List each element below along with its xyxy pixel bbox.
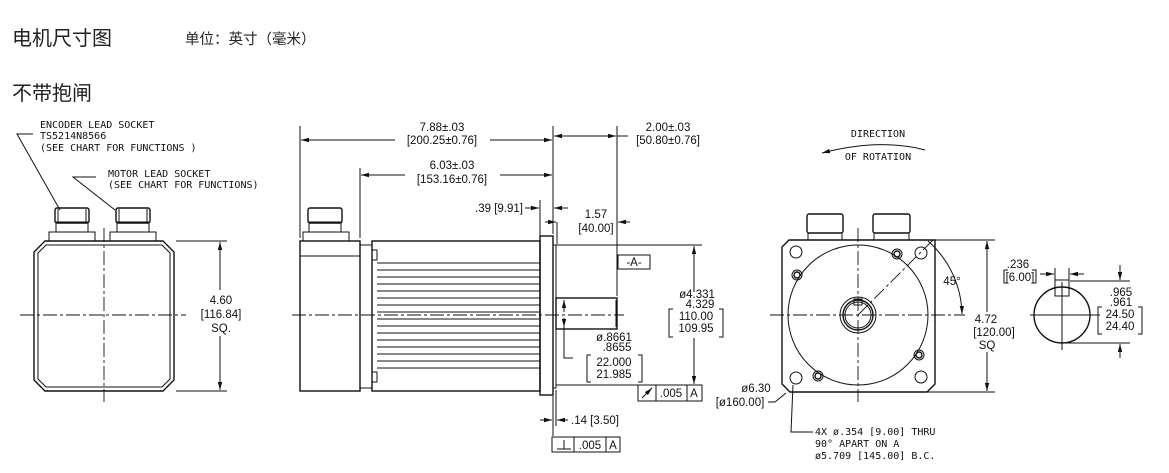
body-length-inch: 6.03±.03 — [430, 160, 475, 172]
rotation-arrow-icon — [821, 144, 926, 154]
datum-a-box — [617, 254, 651, 270]
angle-45: 45° — [943, 276, 960, 288]
square-dim-mm: [120.00] — [973, 327, 1015, 339]
runout-datum: A — [690, 388, 698, 400]
key-length-inch: 1.57 — [585, 209, 607, 221]
perpendicularity-control-frame: .005 A — [551, 436, 621, 453]
motor-end-outline — [33, 240, 175, 392]
front-view: 45° DIRECTION OF ROTATION 4.72 [120.00] … — [770, 129, 1015, 462]
datum-a: -A- — [626, 257, 642, 269]
perp-tolerance: .005 — [579, 440, 601, 452]
hole-note-1: 4X ø.354 [9.00] THRU — [815, 427, 935, 438]
pilot-dia-mm-upper: 110.00 — [679, 311, 713, 323]
square-dim-inch: 4.72 — [975, 314, 997, 326]
shaft-height-lower: .961 — [1110, 297, 1132, 309]
shaft-dia-upper: ø.8661 — [596, 332, 632, 344]
shaft-dia-lower: .8655 — [603, 342, 632, 354]
pilot-dia-upper: ø4.331 — [679, 289, 715, 301]
encoder-label-line3: (SEE CHART FOR FUNCTIONS ) — [40, 143, 197, 154]
shaft-section: .236 [6.00] .965 .961 24.50 24.40 — [1003, 259, 1143, 358]
runout-control-frame: .005 A — [637, 384, 703, 402]
height-dim-mm: [116.84] — [201, 309, 242, 321]
perpendicularity-icon — [557, 440, 571, 450]
hole-note-3: ø5.709 [145.00] B.C. — [815, 451, 935, 462]
side-view: 7.88±.03 [200.25±0.76] 2.00±.03 [50.80±0… — [292, 122, 787, 453]
shaft-height-upper: .965 — [1110, 287, 1132, 299]
front-flange-outline — [781, 239, 936, 393]
side-connector — [302, 207, 350, 242]
key-length-mm: [40.00] — [578, 223, 613, 235]
flange-thickness: .39 [9.91] — [475, 203, 523, 215]
shaft-dia-mm-upper: 22.000 — [596, 357, 631, 369]
hole-note-2: 90° APART ON A — [815, 439, 899, 450]
shaft — [555, 297, 618, 330]
bolt-circle-dia-inch: ø6.30 — [741, 383, 770, 395]
runout-tolerance: .005 — [660, 388, 682, 400]
mounting-flange — [539, 235, 554, 396]
perp-datum: A — [609, 440, 617, 452]
unit-label: 单位：英寸（毫米） — [185, 30, 316, 48]
tapped-holes — [791, 248, 925, 382]
encoder-connector — [48, 207, 96, 242]
shaft-height-mm-upper: 24.50 — [1106, 309, 1135, 321]
key-width-inch: .236 — [1007, 259, 1029, 271]
key-width-mm: [6.00] — [1006, 272, 1035, 284]
rotation-label-1: DIRECTION — [851, 129, 905, 140]
overall-length-inch: 7.88±.03 — [420, 122, 465, 134]
end-view: ENCODER LEAD SOCKET TS5214N8566 (SEE CHA… — [16, 120, 259, 402]
body-length-mm: [153.16±0.76] — [417, 174, 487, 186]
pilot-dia-mm-lower: 109.95 — [678, 323, 713, 335]
encoder-label-line1: ENCODER LEAD SOCKET — [40, 120, 154, 131]
overall-length-mm: [200.25±0.76] — [407, 135, 477, 147]
shaft-height-mm-lower: 24.40 — [1106, 321, 1135, 333]
rear-housing — [299, 240, 361, 392]
mounting-holes — [789, 245, 928, 385]
pilot-depth: .14 [3.50] — [571, 415, 619, 427]
shaft-length-mm: [50.80±0.76] — [636, 135, 700, 147]
shaft-length-inch: 2.00±.03 — [646, 122, 691, 134]
rotation-label-2: OF ROTATION — [845, 152, 911, 163]
runout-icon — [641, 387, 653, 399]
height-dim-inch: 4.60 — [210, 295, 232, 307]
shaft-dia-mm-lower: 21.985 — [596, 369, 631, 381]
square-dim-sq: SQ — [979, 340, 996, 352]
page-title: 电机尺寸图 — [12, 26, 112, 50]
motor-label-line2: (SEE CHART FOR FUNCTIONS) — [108, 180, 259, 191]
pilot-dia-lower: 4.329 — [686, 299, 715, 311]
height-dim-sq: SQ. — [211, 323, 231, 335]
motor-connector — [109, 207, 157, 242]
encoder-part-number: TS5214N8566 — [40, 131, 106, 142]
bolt-circle-dia-mm: [ø160.00] — [716, 397, 765, 409]
front-connectors — [806, 213, 911, 241]
motor-label-line1: MOTOR LEAD SOCKET — [108, 169, 210, 180]
section-title: 不带抱闸 — [12, 81, 92, 105]
